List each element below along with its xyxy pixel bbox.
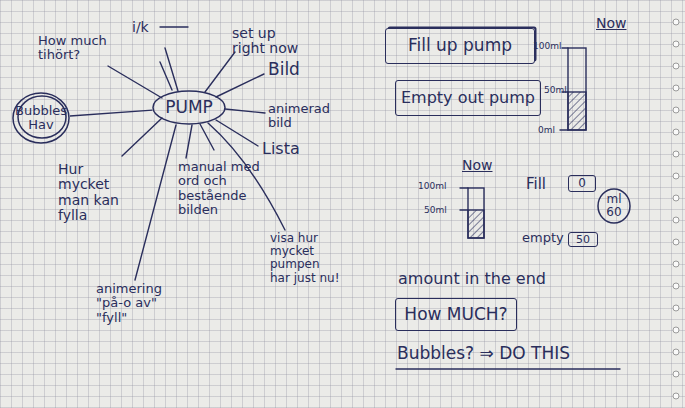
- process-box: Empty out pump: [395, 80, 541, 116]
- node-text: Bubbles Hav: [12, 104, 70, 131]
- note-text: manual med ord och bestående bilden: [178, 160, 270, 217]
- connector-line: [70, 110, 152, 116]
- note-text: 50ml: [544, 86, 574, 96]
- level-bar: [568, 48, 586, 130]
- spoke-line: [135, 125, 176, 280]
- note-text: Fill: [526, 176, 562, 193]
- oval-node: ml 60: [597, 188, 631, 224]
- spoke-line: [108, 66, 162, 98]
- process-box: How MUCH?: [395, 298, 517, 331]
- node-text: ml 60: [597, 193, 631, 218]
- note-text: Hur mycket man kan fylla: [58, 162, 132, 224]
- spoke-line: [225, 109, 265, 113]
- note-text: 100ml: [418, 182, 462, 192]
- spoke-line: [160, 62, 172, 90]
- node-text: Empty out pump: [401, 90, 535, 107]
- spoke-line: [122, 118, 162, 156]
- node-text: 0: [578, 177, 586, 190]
- spoke-line: [186, 125, 192, 158]
- process-box: Fill up pump: [385, 28, 535, 64]
- note-text: set up right now: [232, 26, 312, 57]
- tick-mark: [460, 188, 468, 210]
- note-text: i/k: [132, 20, 162, 35]
- note-text: animerad bild: [268, 102, 328, 131]
- note-text: Bubbles? ⇒ DO THIS: [397, 344, 637, 363]
- note-text: 0ml: [538, 126, 568, 136]
- level-fill: [468, 210, 484, 238]
- note-text: Bild: [268, 60, 318, 79]
- oval-node: Bubbles Hav: [12, 92, 70, 144]
- note-text: Now: [596, 16, 636, 31]
- node-text: Fill up pump: [408, 37, 512, 55]
- spoke-line: [216, 74, 264, 97]
- spoke-line: [200, 124, 214, 150]
- note-text: Lista: [262, 140, 312, 158]
- note-text: Now: [462, 158, 502, 173]
- node-text: 50: [576, 234, 590, 246]
- level-bar: [468, 188, 484, 238]
- node-text: PUMP: [165, 99, 213, 117]
- note-text: animering "på-o av" "fyll": [96, 282, 180, 325]
- spoke-line: [216, 120, 258, 146]
- level-fill: [568, 92, 586, 130]
- spoke-line: [205, 52, 235, 92]
- note-text: 50ml: [424, 206, 464, 216]
- note-text: How much tihört?: [38, 34, 114, 63]
- oval-node: PUMP: [152, 90, 226, 125]
- underline: [396, 368, 620, 369]
- note-text: amount in the end: [398, 270, 598, 288]
- process-box: 50: [568, 232, 598, 247]
- process-box: 0: [568, 175, 596, 192]
- spoke-line: [165, 48, 178, 91]
- strike-mark: [160, 26, 188, 27]
- note-text: empty: [522, 231, 568, 245]
- note-text: 100ml: [533, 42, 571, 52]
- node-text: How MUCH?: [404, 306, 507, 324]
- note-text: visa hur mycket pumpen har just nu!: [270, 232, 342, 285]
